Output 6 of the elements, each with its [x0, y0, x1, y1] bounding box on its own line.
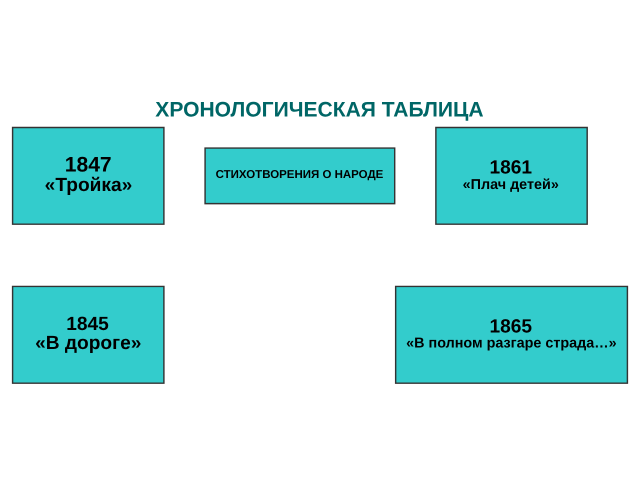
- node-box: 1845 «В дороге»: [12, 286, 165, 384]
- node-box: 1847 «Тройка»: [12, 126, 165, 225]
- node-box: 1861 «Плач детей»: [435, 126, 588, 225]
- diagram-title: ХРОНОЛОГИЧЕСКАЯ ТАБЛИЦА: [155, 98, 484, 122]
- node-box: 1865 «В полном разгаре страда…»: [394, 286, 628, 384]
- node-box: СТИХОТВОРЕНИЯ О НАРОДЕ: [204, 147, 396, 204]
